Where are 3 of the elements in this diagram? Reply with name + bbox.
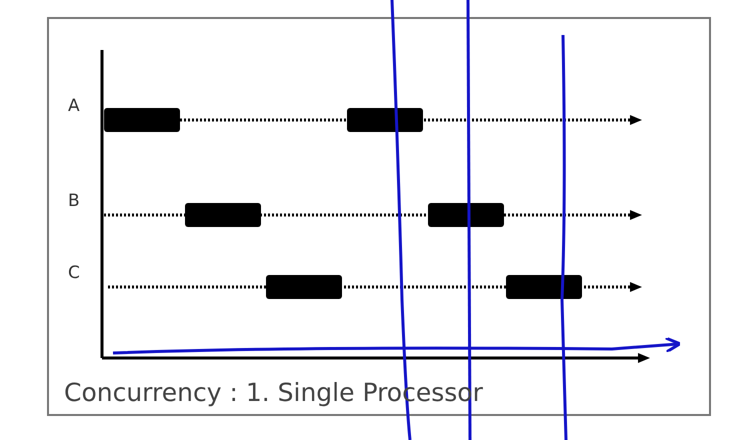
row-label: C (68, 263, 80, 283)
row-label: A (68, 96, 80, 116)
row-label: B (68, 191, 80, 211)
